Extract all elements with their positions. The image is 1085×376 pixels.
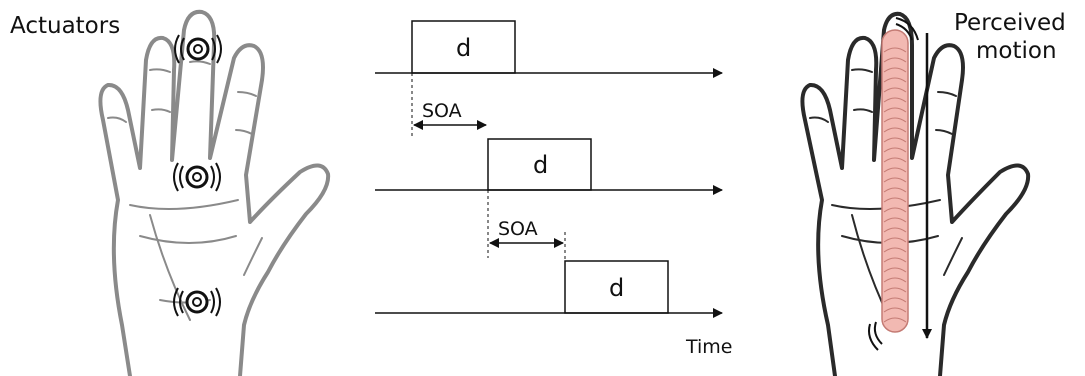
trail-circle-edges	[883, 47, 907, 323]
left-hand-illustration	[98, 9, 331, 376]
pulse-3	[564, 260, 669, 314]
soa-2-label: SOA	[498, 218, 538, 240]
actuator-finger-tip	[174, 34, 222, 64]
right-hand-illustration	[800, 11, 1031, 376]
time-axis-label: Time	[685, 336, 733, 358]
actuator-finger-base	[173, 162, 221, 192]
pulse-1	[411, 20, 516, 74]
perceived-label-line2: motion	[976, 38, 1057, 64]
actuators-label: Actuators	[10, 13, 120, 39]
vibration-marks-bottom	[868, 321, 883, 351]
timing-diagram: d SOA d SOA d Time	[375, 20, 733, 358]
vibration-marks-top	[895, 17, 919, 41]
perceived-motion-trail	[881, 29, 909, 333]
soa-1-label: SOA	[422, 100, 462, 122]
perceived-label-line1: Perceived	[954, 10, 1066, 36]
pulse-3-duration-label: d	[609, 274, 624, 302]
pulse-2-duration-label: d	[533, 151, 548, 179]
pulse-1-duration-label: d	[456, 34, 471, 62]
pulse-2	[487, 138, 592, 191]
actuator-palm-base	[173, 287, 221, 317]
